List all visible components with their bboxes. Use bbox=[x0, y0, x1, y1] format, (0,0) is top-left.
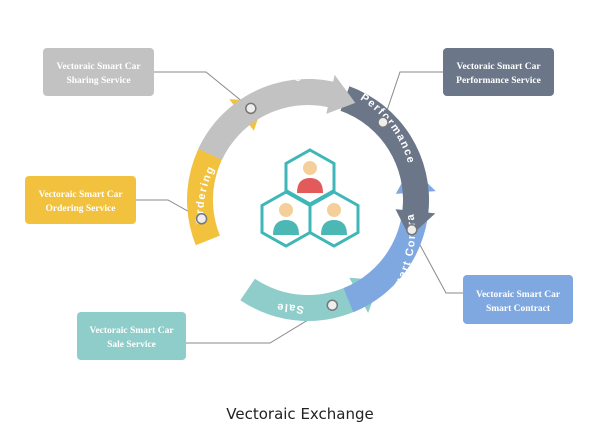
box-sale-service: Vectoraic Smart Car Sale Service bbox=[77, 312, 186, 360]
box-smart-line1: Vectoraic Smart Car bbox=[476, 290, 561, 300]
person-right-icon bbox=[321, 203, 347, 235]
connector-smart bbox=[411, 229, 463, 294]
box-smart-line2: Smart Contract bbox=[486, 304, 551, 314]
connector-performance bbox=[382, 71, 443, 123]
box-ordering-service: Vectoraic Smart Car Ordering Service bbox=[25, 176, 136, 224]
box-sharing-service: Vectoraic Smart Car Sharing Service bbox=[43, 48, 154, 96]
segment-label-sale: Sale bbox=[276, 301, 305, 316]
box-smart-contract: Vectoraic Smart Car Smart Contract bbox=[463, 275, 573, 324]
diagram-caption: Vectoraic Exchange bbox=[226, 405, 373, 423]
ring-segment-sharing bbox=[198, 74, 356, 160]
box-ordering-line2: Ordering Service bbox=[46, 204, 116, 214]
box-smart-bg bbox=[463, 275, 573, 324]
node-dot-performance bbox=[377, 116, 389, 129]
node-dot-sale bbox=[326, 299, 339, 311]
box-performance-service: Vectoraic Smart Car Performance Service bbox=[443, 48, 554, 96]
node-dot-smart bbox=[406, 224, 418, 236]
hexagon-right bbox=[308, 190, 360, 248]
box-sharing-line2: Sharing Service bbox=[66, 76, 130, 86]
box-sharing-bg bbox=[43, 48, 154, 96]
box-performance-bg bbox=[443, 48, 554, 96]
person-top-icon bbox=[297, 161, 323, 193]
box-sale-line2: Sale Service bbox=[107, 340, 156, 350]
box-performance-line2: Performance Service bbox=[456, 76, 541, 86]
people-network-icon bbox=[260, 148, 360, 248]
hexagon-left bbox=[260, 190, 312, 248]
node-dot-sharing bbox=[245, 102, 257, 115]
box-sale-line1: Vectoraic Smart Car bbox=[89, 326, 174, 336]
box-performance-line1: Vectoraic Smart Car bbox=[456, 62, 541, 72]
connector-sharing bbox=[154, 71, 252, 109]
box-ordering-bg bbox=[25, 176, 136, 224]
ring-segment-performance bbox=[340, 86, 436, 237]
box-sharing-line1: Vectoraic Smart Car bbox=[56, 62, 141, 72]
box-sale-bg bbox=[77, 312, 186, 360]
box-ordering-line1: Vectoraic Smart Car bbox=[38, 190, 123, 200]
node-dot-ordering bbox=[195, 213, 208, 225]
person-left-icon bbox=[273, 203, 299, 235]
